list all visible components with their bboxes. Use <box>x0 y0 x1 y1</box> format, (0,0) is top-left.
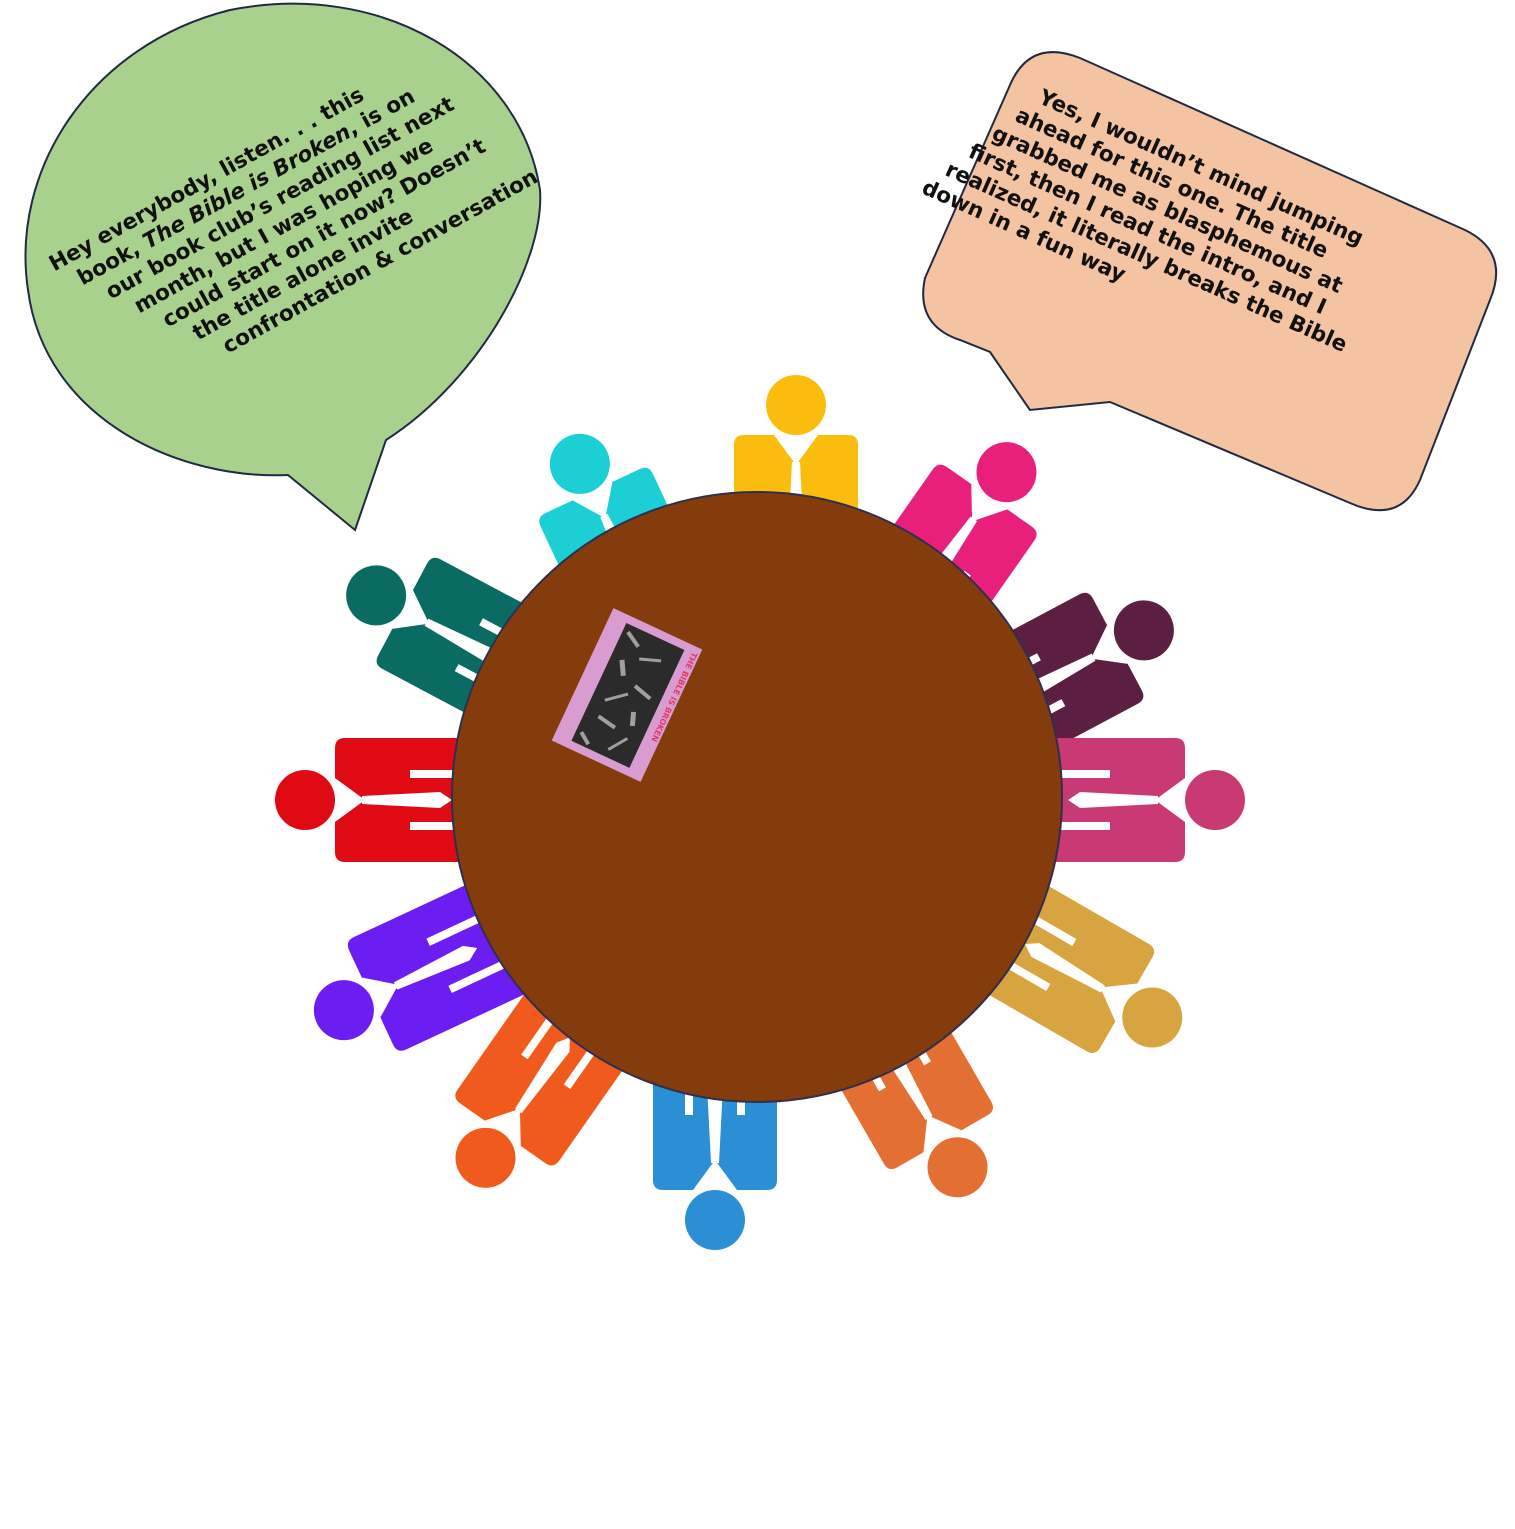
left-speech-bubble <box>24 2 542 532</box>
right-speech-text: Yes, I wouldn’t mind jumping ahead for t… <box>918 85 1394 383</box>
book-cover-texture <box>579 630 662 751</box>
left-speech-text: Hey everybody, listen. . . this book, Th… <box>45 28 543 414</box>
right-speech-bubble <box>922 51 1498 512</box>
